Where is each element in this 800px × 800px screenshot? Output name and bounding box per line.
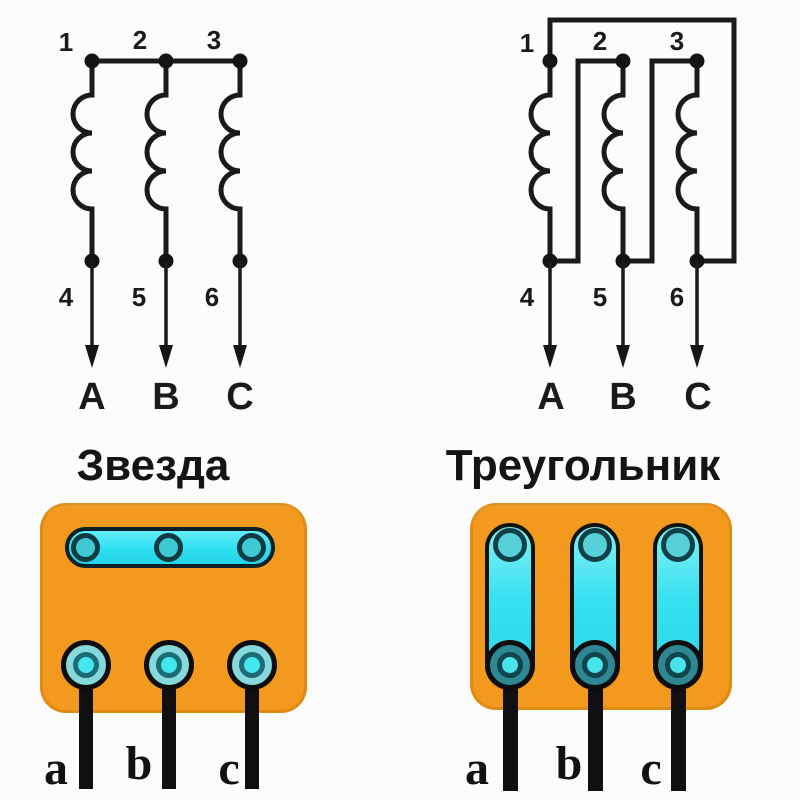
phase-label-a: A [537,376,565,418]
coil-winding [144,61,169,261]
terminal-dot [158,53,174,69]
delta-jumper-wire [550,58,623,264]
arrowhead-icon [616,345,630,368]
terminal-dot [542,53,558,69]
circuit-schematics [70,17,737,368]
terminal-label-2: 2 [592,26,608,56]
terminal-core [497,652,523,678]
terminal-core [73,652,99,678]
output-terminal [227,640,277,690]
wire-label-b: b [555,737,583,790]
wire-b [162,665,176,789]
terminal-label-5: 5 [592,282,608,312]
terminal-label-6: 6 [669,282,685,312]
star-connection-schematic [70,53,248,368]
delta-terminal-block [470,503,732,791]
delta-connection-schematic [528,17,737,368]
wire-a [503,665,518,791]
arrowhead-icon [690,345,704,368]
terminal-label-1: 1 [58,27,74,57]
terminal-label-5: 5 [131,282,147,312]
screw-terminal [71,533,100,562]
terminal-label-4: 4 [519,282,535,312]
screw-terminal [578,528,612,562]
screw-terminal [154,533,183,562]
delta-title: Треугольник [445,441,721,490]
arrowhead-icon [159,345,173,368]
coil-winding [601,61,626,261]
terminal-core [156,652,182,678]
terminal-core [582,652,608,678]
terminal-label-2: 2 [132,25,148,55]
coil-winding [528,61,553,261]
terminal-label-3: 3 [669,26,685,56]
phase-label-c: C [226,376,254,418]
output-terminal [570,640,620,690]
coil-winding [218,61,243,261]
terminal-dot [689,53,705,69]
wire-c [671,665,686,791]
arrowhead-icon [233,345,247,368]
phase-label-a: A [78,376,106,418]
star-jumper-bar [65,527,275,568]
delta-jumper-wire [547,17,737,264]
terminal-label-3: 3 [206,25,222,55]
phase-label-b: B [152,376,180,418]
wire-label-c: c [640,742,662,795]
terminal-label-4: 4 [58,282,74,312]
output-terminal [485,640,535,690]
wire-label-a: a [44,742,68,795]
terminal-label-1: 1 [519,28,535,58]
star-title: Звезда [76,441,230,490]
phase-label-b: B [609,376,637,418]
wire-label-c: c [218,742,240,795]
terminal-dot [232,53,248,69]
terminal-dot [84,53,100,69]
screw-terminal [493,528,527,562]
delta-jumper-wire [623,58,697,264]
wire-label-a: a [465,742,489,795]
output-terminal [653,640,703,690]
screw-terminal [237,533,266,562]
wire-label-b: b [125,737,153,790]
coil-winding [70,61,95,261]
terminal-label-6: 6 [204,282,220,312]
coil-winding [675,61,700,261]
arrowhead-icon [85,345,99,368]
terminal-core [239,652,265,678]
terminal-dot [615,53,631,69]
output-terminal [144,640,194,690]
star-terminal-block [40,503,307,789]
phase-label-c: C [684,376,712,418]
arrowhead-icon [543,345,557,368]
wire-a [79,665,93,789]
wire-c [245,665,259,789]
wire-b [588,665,603,791]
output-terminal [61,640,111,690]
terminal-core [665,652,691,678]
screw-terminal [661,528,695,562]
